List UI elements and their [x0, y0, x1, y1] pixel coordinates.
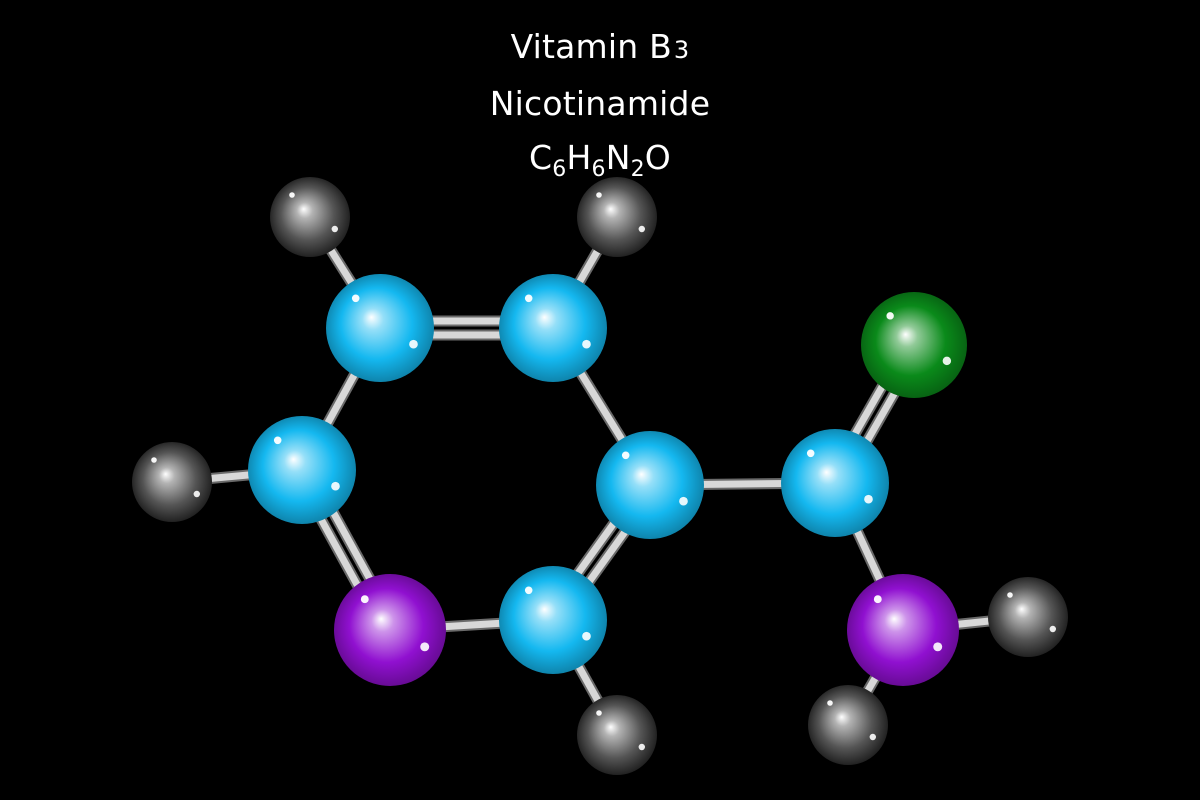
atom-c4: [499, 566, 607, 674]
atom-layer: [132, 177, 1068, 775]
compound-name: Nicotinamide: [489, 84, 711, 123]
atom-n2: [847, 574, 959, 686]
atom-c2: [499, 274, 607, 382]
formula-element: O: [644, 138, 671, 177]
atom-h3: [132, 442, 212, 522]
formula-element: C: [529, 138, 553, 177]
chemical-formula: C6H6N2O: [0, 131, 1200, 185]
atom-h6: [808, 685, 888, 765]
atom-c3: [596, 431, 704, 539]
formula-subscript: 2: [630, 157, 645, 182]
formula-element: H: [566, 138, 592, 177]
atom-h2: [577, 177, 657, 257]
vitamin-title-prefix: Vitamin B: [510, 27, 672, 66]
atom-o1: [861, 292, 967, 398]
vitamin-title-suffix: 3: [673, 36, 690, 64]
title-block: Vitamin B3 Nicotinamide C6H6N2O: [0, 20, 1200, 185]
vitamin-title: Vitamin B3: [0, 20, 1200, 77]
formula-subscript: 6: [591, 157, 606, 182]
formula-subscript: 6: [552, 157, 567, 182]
atom-h5: [988, 577, 1068, 657]
formula-element: N: [605, 138, 631, 177]
atom-c7: [781, 429, 889, 537]
atom-c5: [248, 416, 356, 524]
atom-c1: [326, 274, 434, 382]
atom-h1: [270, 177, 350, 257]
atom-n1: [334, 574, 446, 686]
atom-h4: [577, 695, 657, 775]
